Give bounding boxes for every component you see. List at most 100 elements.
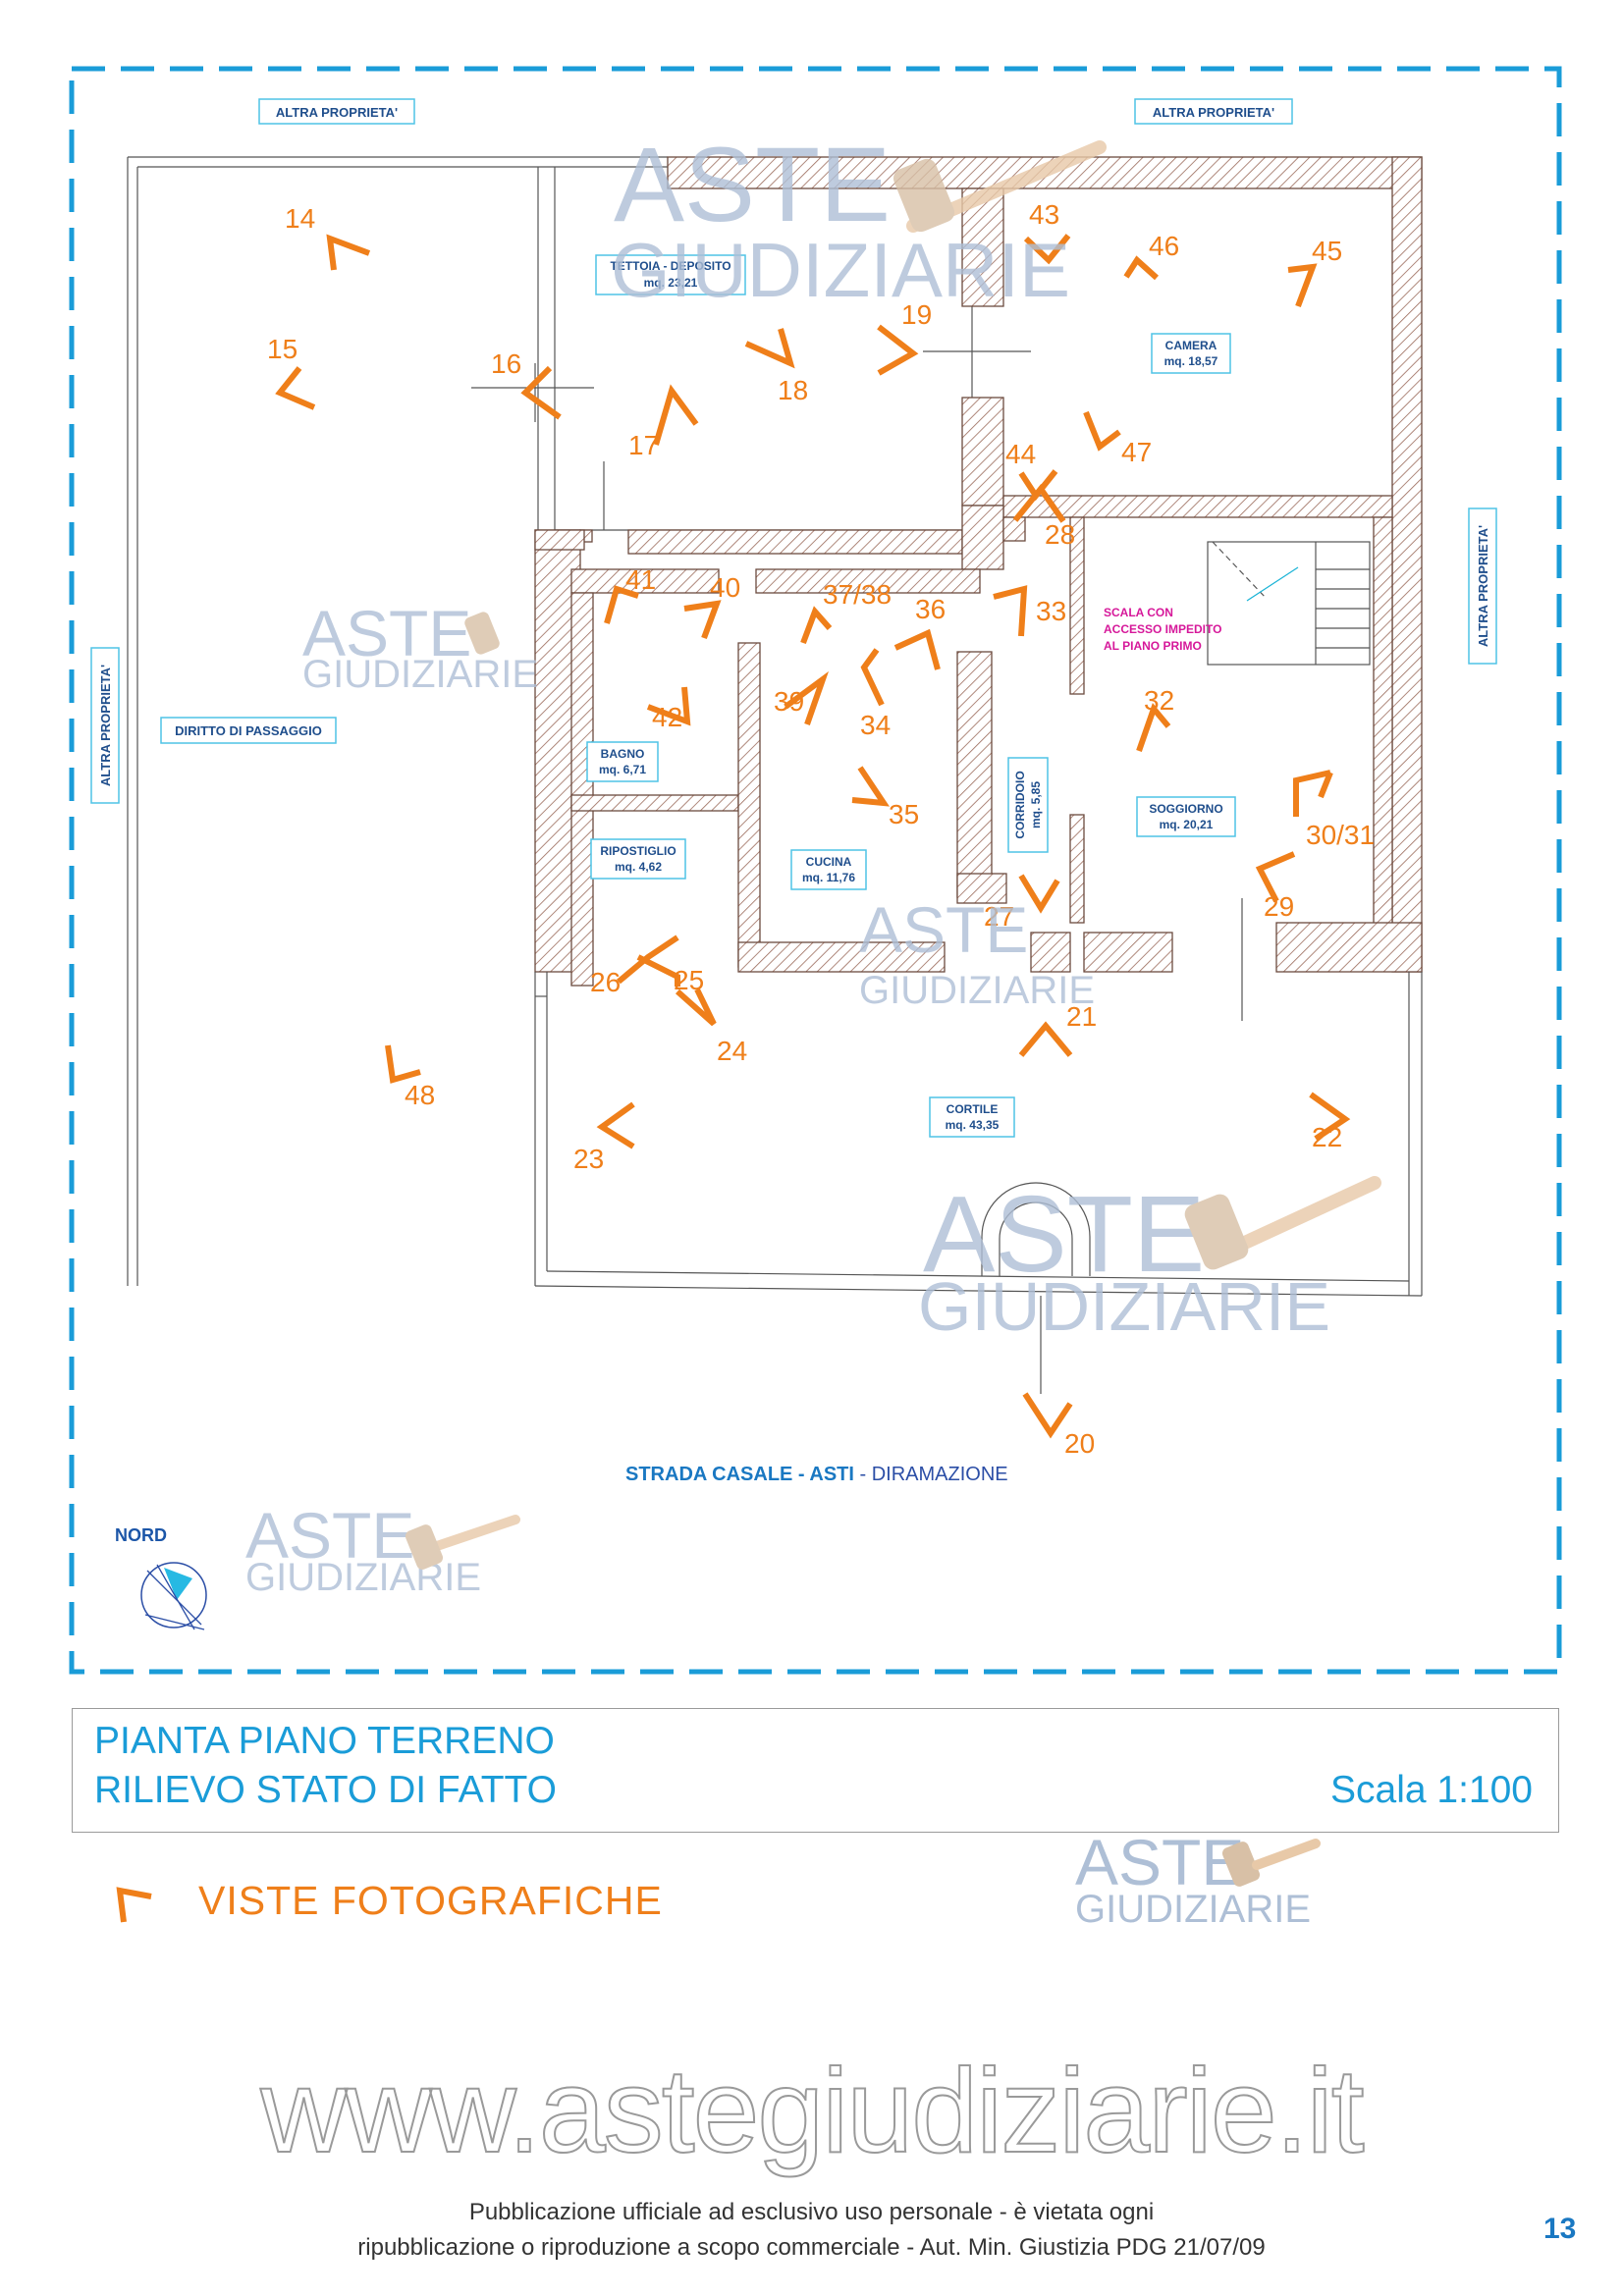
svg-text:ASTE: ASTE: [1075, 1826, 1244, 1898]
view-number: 22: [1312, 1122, 1342, 1152]
drawing-subtitle: RILIEVO STATO DI FATTO: [94, 1769, 557, 1811]
svg-text:mq. 20,21: mq. 20,21: [1160, 818, 1214, 831]
svg-text:ASTE: ASTE: [923, 1174, 1205, 1295]
site-url-watermark: www.astegiudiziarie.it: [259, 2043, 1365, 2178]
svg-text:ASTE: ASTE: [245, 1499, 414, 1572]
footer-line-1: Pubblicazione ufficiale ad esclusivo uso…: [468, 2199, 1155, 2225]
room-label-cortile: CORTILE mq. 43,35: [929, 1096, 1015, 1138]
view-number: 43: [1029, 199, 1059, 230]
svg-text:CORRIDOIO: CORRIDOIO: [1013, 771, 1027, 838]
view-number: 26: [590, 967, 621, 997]
view-number: 20: [1064, 1428, 1095, 1459]
watermark-logo: ASTE GIUDIZIARIE: [302, 597, 538, 696]
svg-text:ACCESSO IMPEDITO: ACCESSO IMPEDITO: [1104, 622, 1221, 636]
svg-text:mq. 6,71: mq. 6,71: [599, 763, 646, 776]
neighbor-label-top-left: ALTRA PROPRIETA': [258, 98, 415, 125]
view-number: 35: [889, 799, 919, 829]
photo-view-arrows: [275, 234, 1351, 1439]
view-number: 46: [1149, 231, 1179, 261]
view-number: 37/38: [823, 579, 892, 610]
room-label-tettoia: TETTOIA - DEPOSITO mq. 23,21: [595, 254, 746, 295]
svg-text:SOGGIORNO: SOGGIORNO: [1149, 802, 1222, 816]
svg-text:BAGNO: BAGNO: [601, 747, 645, 761]
watermark-logo: ASTE GIUDIZIARIE: [859, 893, 1095, 1012]
view-number: 21: [1066, 1001, 1097, 1032]
svg-text:mq. 11,76: mq. 11,76: [802, 871, 855, 884]
legend-label: VISTE FOTOGRAFICHE: [198, 1878, 663, 1923]
view-number: 18: [778, 375, 808, 405]
watermark-logo: ASTE GIUDIZIARIE: [245, 1499, 520, 1599]
svg-text:ASTE: ASTE: [614, 125, 891, 243]
view-number: 24: [717, 1036, 747, 1066]
view-number: 30/31: [1306, 820, 1375, 850]
view-number: 14: [285, 203, 315, 234]
svg-text:mq. 5,85: mq. 5,85: [1029, 781, 1043, 828]
svg-text:mq. 18,57: mq. 18,57: [1164, 354, 1218, 368]
svg-text:CORTILE: CORTILE: [947, 1102, 999, 1116]
svg-text:ALTRA PROPRIETA': ALTRA PROPRIETA': [276, 105, 398, 120]
svg-text:RIPOSTIGLIO: RIPOSTIGLIO: [600, 844, 676, 858]
svg-text:DIRITTO DI PASSAGGIO: DIRITTO DI PASSAGGIO: [175, 723, 322, 738]
room-label-bagno: BAGNO mq. 6,71: [586, 741, 659, 782]
photo-view-numbers: 14 15 16 17 18 19 20 21 22 23 24 25 26 2…: [267, 199, 1375, 1459]
watermark-logo: ASTE GIUDIZIARIE: [918, 1174, 1381, 1345]
stair: [1207, 541, 1371, 666]
room-label-soggiorno: SOGGIORNO mq. 20,21: [1136, 796, 1236, 837]
title-block: [72, 1708, 1559, 1833]
svg-text:CUCINA: CUCINA: [806, 855, 852, 869]
view-number: 17: [628, 430, 659, 460]
svg-text:GIUDIZIARIE: GIUDIZIARIE: [1075, 1888, 1311, 1931]
watermark-logo: ASTE GIUDIZIARIE: [611, 125, 1107, 313]
room-label-camera: CAMERA mq. 18,57: [1151, 333, 1231, 374]
view-number: 44: [1005, 439, 1036, 469]
view-number: 41: [625, 564, 656, 595]
view-number: 40: [710, 572, 740, 603]
view-number: 16: [491, 348, 521, 379]
view-number: 45: [1312, 236, 1342, 266]
svg-text:GIUDIZIARIE: GIUDIZIARIE: [611, 227, 1070, 313]
svg-text:ALTRA PROPRIETA': ALTRA PROPRIETA': [98, 665, 113, 786]
svg-text:mq. 43,35: mq. 43,35: [946, 1118, 1000, 1132]
view-number: 29: [1264, 891, 1294, 922]
floor-plan: ALTRA PROPRIETA' ALTRA PROPRIETA' ALTRA …: [69, 66, 1562, 1675]
view-number: 33: [1036, 596, 1066, 626]
view-number: 15: [267, 334, 298, 364]
view-number: 28: [1045, 519, 1075, 550]
neighbor-label-top-right: ALTRA PROPRIETA': [1134, 98, 1293, 125]
svg-text:mq. 23,21: mq. 23,21: [644, 276, 698, 290]
room-label-corridoio: CORRIDOIO mq. 5,85: [1007, 757, 1049, 853]
view-number: 42: [652, 702, 682, 732]
walls: [534, 156, 1423, 987]
stair-note: SCALA CON ACCESSO IMPEDITO AL PIANO PRIM…: [1104, 606, 1221, 653]
drawing-title: PIANTA PIANO TERRENO: [94, 1720, 555, 1762]
view-number: 23: [573, 1144, 604, 1174]
view-number: 25: [674, 965, 704, 995]
svg-text:GIUDIZIARIE: GIUDIZIARIE: [918, 1268, 1330, 1345]
view-number: 32: [1144, 685, 1174, 716]
north-compass: NORD: [115, 1525, 207, 1630]
svg-text:mq. 4,62: mq. 4,62: [615, 860, 662, 874]
passage-outline: [127, 156, 668, 1286]
legend-arrow-icon: [116, 1887, 152, 1923]
svg-text:GIUDIZIARIE: GIUDIZIARIE: [302, 653, 538, 696]
svg-text:TETTOIA - DEPOSITO: TETTOIA - DEPOSITO: [610, 259, 730, 273]
street-label: STRADA CASALE - ASTI - DIRAMAZIONE: [625, 1464, 1008, 1485]
watermark-logo: ASTE GIUDIZIARIE: [1075, 1826, 1321, 1931]
cortile-outline: [534, 898, 1423, 1394]
view-number: 34: [860, 710, 891, 740]
svg-text:ASTE: ASTE: [302, 597, 471, 669]
svg-text:SCALA CON: SCALA CON: [1104, 606, 1173, 619]
passage-label: DIRITTO DI PASSAGGIO: [160, 717, 337, 744]
view-number: 39: [774, 686, 804, 717]
drawing-scale: Scala 1:100: [1330, 1769, 1533, 1811]
svg-text:GIUDIZIARIE: GIUDIZIARIE: [245, 1556, 481, 1599]
view-number: 27: [984, 901, 1014, 932]
svg-text:AL PIANO PRIMO: AL PIANO PRIMO: [1104, 639, 1202, 653]
svg-text:CAMERA: CAMERA: [1165, 339, 1217, 352]
property-boundary: [69, 66, 1562, 1675]
view-number: 47: [1121, 437, 1152, 467]
svg-text:ASTE: ASTE: [859, 893, 1028, 966]
neighbor-label-right: ALTRA PROPRIETA': [1468, 507, 1497, 665]
svg-text:NORD: NORD: [115, 1525, 167, 1545]
page-number: 13: [1543, 2213, 1577, 2245]
